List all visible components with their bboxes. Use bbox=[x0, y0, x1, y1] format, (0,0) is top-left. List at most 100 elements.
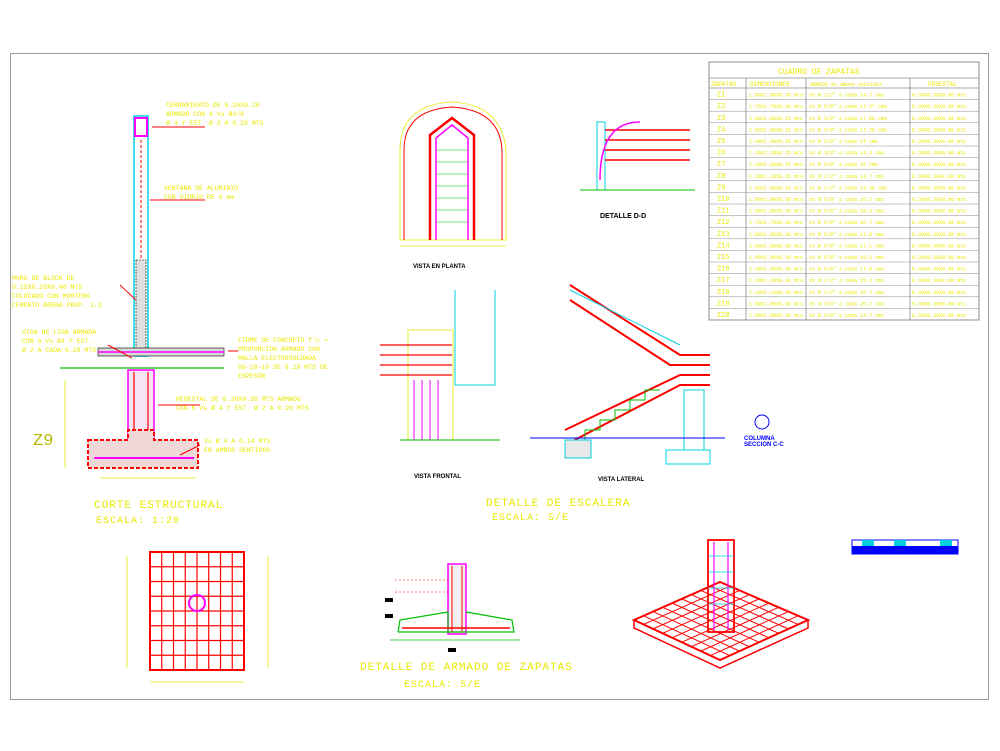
cuadro-cell: Vs Ø 5/8" a cada 17.1 cms bbox=[809, 242, 884, 249]
vista-lateral: VISTA LATERAL COLUMNA SECCION C-C bbox=[530, 284, 784, 483]
column-cap bbox=[134, 117, 148, 137]
cuadro-cell: Vs Ø 1/2" a cada 14.29 cms bbox=[809, 184, 887, 191]
cuadro-cell: Vs Ø 5/8" a cada 16.4 cms bbox=[809, 208, 884, 215]
lateral-label: VISTA LATERAL bbox=[598, 477, 645, 483]
cuadro-cell: 1.90X1.90X0.30 mts bbox=[749, 93, 803, 99]
cuadro-cell: 1.10X1.10X0.25 mts bbox=[749, 174, 803, 180]
planta-arc bbox=[403, 106, 503, 240]
cuadro-cell-zapata: Z4 bbox=[717, 126, 725, 134]
cuadro-cell: 1.40X1.40X0.30 mts bbox=[749, 255, 803, 261]
lateral-flight-lower-2 bbox=[564, 384, 710, 446]
cuadro-cell-zapata: Z15 bbox=[717, 254, 730, 262]
note-viga-2: CON 6 Vs Ø4 Y EST. bbox=[22, 337, 92, 345]
zapata-tag: Z9 bbox=[33, 432, 53, 451]
planta-outline bbox=[399, 101, 507, 241]
note-firme-2: PROPORCION ARMADO CON bbox=[238, 346, 320, 353]
cuadro-cell-zapata: Z12 bbox=[717, 219, 730, 227]
iso-footing bbox=[631, 580, 811, 662]
note-viga-1: VIGA DE LIGA ARMADA bbox=[22, 329, 96, 336]
corte-scale: ESCALA: 1:20 bbox=[96, 516, 180, 527]
zapata-corte bbox=[385, 563, 520, 652]
leader-viga bbox=[107, 344, 133, 359]
note-muro-3: COLOCADO CON MORTERO bbox=[12, 293, 90, 300]
cuadro-cell: Vs Ø 5/8" a cada 16.7 cms bbox=[809, 219, 884, 226]
cuadro-cell: 0.30X0.30X0.80 mts bbox=[912, 162, 966, 168]
cuadro-zapatas: CUADRO DE ZAPATAS ZAPATAS DIMENSIONES AR… bbox=[708, 61, 980, 321]
block-wall bbox=[135, 259, 147, 351]
note-cerramiento-2: ARMADO CON 4 Vs Ø3/8 bbox=[166, 110, 244, 118]
note-varillas-2: EN AMBOS SENTIDOS bbox=[204, 447, 270, 454]
iso-bar bbox=[700, 589, 789, 630]
iso-bar bbox=[700, 611, 789, 652]
cuadro-cell: Vs Ø 1/2" a cada 14.7 cms bbox=[809, 173, 884, 180]
cuadro-cell: 1.40X1.40X0.25 mts bbox=[749, 139, 803, 145]
cuadro-cell: 0.30X0.30X0.80 mts bbox=[912, 151, 966, 157]
zapata-isometrico bbox=[631, 539, 811, 669]
note-muro-1: MURO DE BLOCK DE bbox=[12, 275, 75, 282]
cuadro-cell-zapata: Z9 bbox=[717, 184, 725, 192]
cuadro-cell: 1.50X1.50X0.25 mts bbox=[749, 127, 803, 133]
note-firme-3: MALLA ELECTROSOLDADA bbox=[238, 355, 316, 362]
planta-label: VISTA EN PLANTA bbox=[413, 264, 466, 270]
cuadro-cell: Vs Ø 3/8" a cada 17.25 cms bbox=[809, 126, 887, 133]
dd-hook bbox=[599, 121, 641, 181]
zapatas-title: DETALLE DE ARMADO DE ZAPATAS bbox=[360, 662, 573, 674]
iso-footing-edge bbox=[633, 620, 809, 669]
scale-bar bbox=[851, 539, 959, 555]
planta-stair-inner bbox=[435, 124, 469, 240]
cuadro-cell: Vs Ø 1/2" a cada 14.7 cms bbox=[809, 92, 884, 99]
cuadro-header-armado: ARMADO en ambos sentidos bbox=[810, 82, 882, 88]
zapatas-scale: ESCALA: S/E bbox=[404, 679, 481, 691]
iso-bar bbox=[710, 585, 799, 625]
cuadro-cell: Vs Ø 3/8" a cada 17.00 cms bbox=[809, 115, 887, 122]
cuadro-cell: 0.30X0.30X0.80 mts bbox=[912, 255, 966, 261]
dd-label: DETALLE D-D bbox=[600, 213, 646, 220]
cuadro-cell-zapata: Z19 bbox=[717, 300, 730, 308]
cuadro-cell: 0.30X0.30X0.80 mts bbox=[912, 220, 966, 226]
planta-stair bbox=[428, 116, 476, 240]
cuadro-cell: 1.10X1.10X0.30 mts bbox=[749, 290, 803, 296]
zapata-planta bbox=[126, 551, 269, 683]
iso-bar bbox=[672, 598, 760, 639]
cuadro-cell: 1.80X1.80X0.30 mts bbox=[749, 209, 803, 215]
cuadro-cell: 1.90X1.90X0.30 mts bbox=[749, 197, 803, 203]
cuadro-cell: Vs Ø 5/8" a cada 17.27 cms bbox=[809, 103, 887, 110]
cuadro-cell: Vs Ø 1/2" a cada 15.7 cms bbox=[809, 289, 884, 296]
cuadro-header-dimensiones: DIMENSIONES bbox=[750, 81, 790, 88]
note-cerramiento-3: Ø 4 Y EST. Ø 2 A 0.20 MTS bbox=[166, 119, 264, 127]
cuadro-cell: 0.30X0.30X0.80 mts bbox=[912, 209, 966, 215]
note-firme-1: FIRME DE CONCRETO f'c = bbox=[238, 337, 328, 344]
iso-bar bbox=[710, 615, 799, 657]
cuadro-cell-zapata: Z13 bbox=[717, 231, 730, 239]
cuadro-cell: 1.00X1.00X0.30 mts bbox=[749, 313, 803, 319]
cuadro-cell: 0.30X0.30X0.80 mts bbox=[912, 267, 966, 273]
cuadro-cell: 1.60X1.60X0.25 mts bbox=[749, 116, 803, 122]
cuadro-cell: 1.00X1.00X0.25 mts bbox=[749, 185, 803, 191]
cuadro-cell: 0.30X0.30X0.80 mts bbox=[912, 174, 966, 180]
iso-bar bbox=[652, 611, 740, 652]
cuadro-cell-zapata: Z16 bbox=[717, 266, 730, 274]
cuadro-cell: 1.00X1.00X0.30 mts bbox=[749, 301, 803, 307]
corte-estructural: CERRAMIENTO DE 0.20X0.20 ARMADO CON 4 Vs… bbox=[12, 102, 328, 527]
iso-bar bbox=[681, 602, 770, 643]
cuadro-cell: Vs Ø 5/8" a cada 17.8 cms bbox=[809, 231, 884, 238]
zapata-corte-pedestal bbox=[447, 563, 467, 635]
note-muro-4: CEMENTO ARENA PROP. 1:3 bbox=[12, 302, 102, 309]
cuadro-cell: 0.30X0.30X0.80 mts bbox=[912, 93, 966, 99]
cuadro-cell: 0.30X0.30X0.80 mts bbox=[912, 313, 966, 319]
iso-bar bbox=[652, 589, 740, 630]
cuadro-cell-zapata: Z8 bbox=[717, 173, 725, 181]
escalera-scale: ESCALA: S/E bbox=[492, 512, 569, 524]
seccion-label: SECCION C-C bbox=[744, 442, 784, 448]
cuadro-cell: Vs Ø 5/8" a cada 16.7 cms bbox=[809, 196, 884, 203]
cuadro-cell: 0.30X0.30X0.80 mts bbox=[912, 278, 966, 284]
cuadro-cell: Vs Ø 3/8" a cada 14.3 cms bbox=[809, 150, 884, 157]
cuadro-cell: 0.30X0.30X0.80 mts bbox=[912, 232, 966, 238]
cuadro-cell: 1.70X1.70X0.30 mts bbox=[749, 220, 803, 226]
frontal-label: VISTA FRONTAL bbox=[414, 474, 461, 480]
cuadro-cell: 0.30X0.30X0.80 mts bbox=[912, 127, 966, 133]
cuadro-frame bbox=[708, 61, 980, 321]
note-viga-3: Ø 2 A CADA 0.20 MTS bbox=[22, 346, 96, 354]
